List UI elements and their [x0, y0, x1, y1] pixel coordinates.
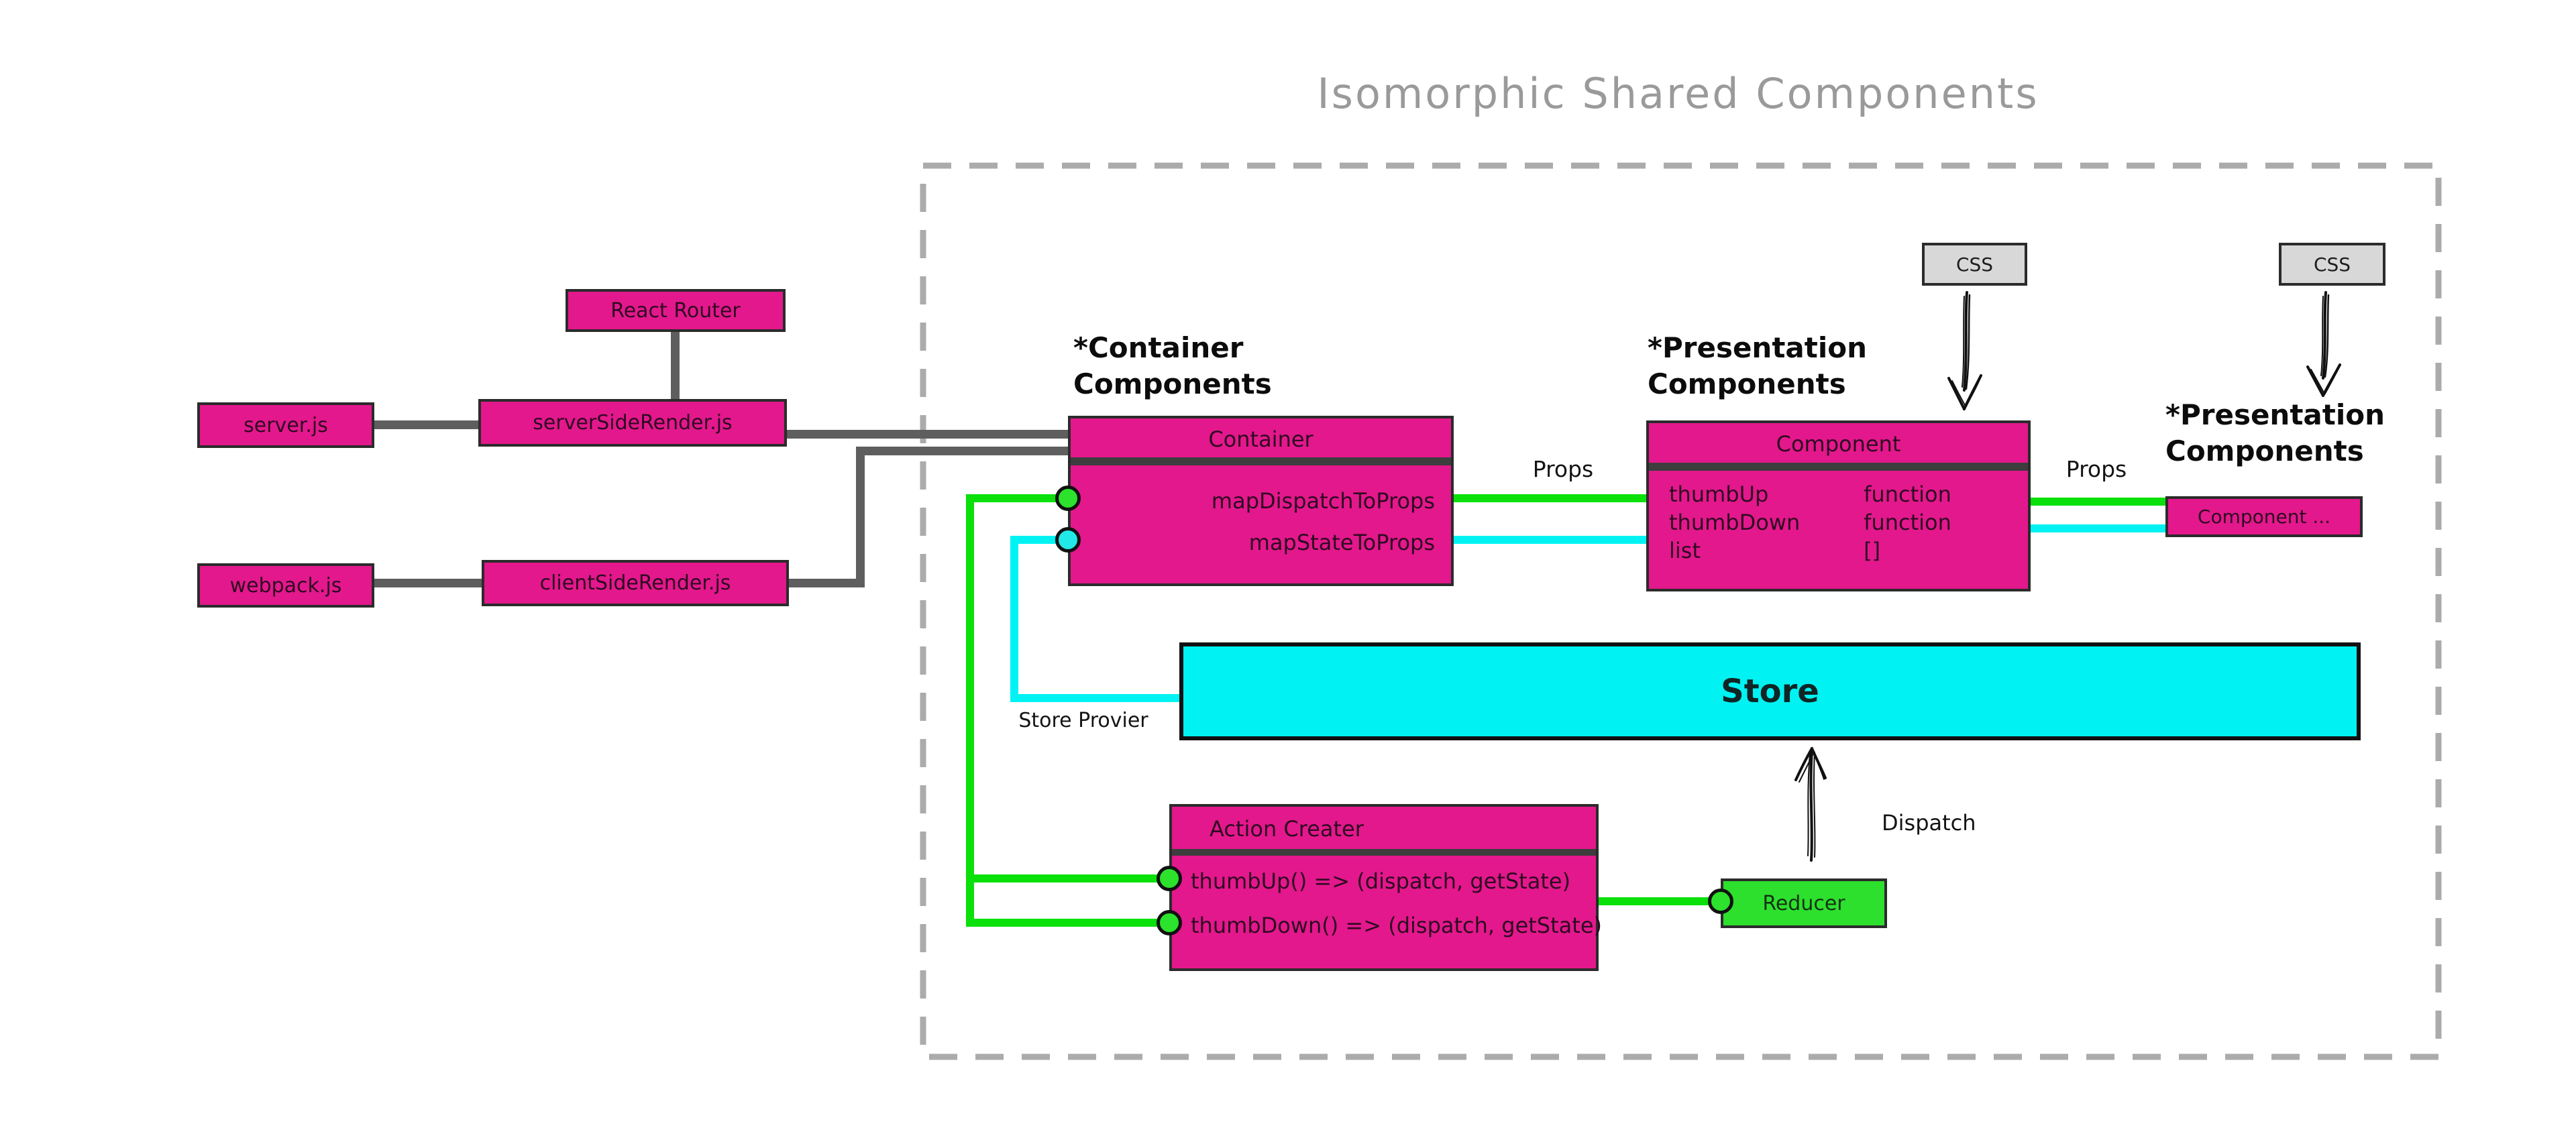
node-webpack-js-label: webpack.js	[229, 573, 342, 598]
node-client-side-render-label: clientSideRender.js	[539, 571, 731, 595]
node-react-router: React Router	[566, 289, 786, 332]
panel-component-row-list: list []	[1669, 537, 1880, 564]
node-server-side-render: serverSideRender.js	[478, 399, 787, 447]
node-reducer-label: Reducer	[1762, 891, 1845, 915]
prop-thumbdown-value: function	[1864, 510, 1951, 535]
panel-container-row-mapstate: mapStateToProps	[1248, 530, 1435, 555]
label-props-left: Props	[1532, 456, 1594, 482]
node-component-more-label: Component ...	[2197, 506, 2331, 528]
dot-container-state	[1055, 527, 1081, 553]
node-css-left-label: CSS	[1955, 253, 1994, 276]
label-container-components-line1: *Container	[1073, 331, 1244, 364]
node-store: Store	[1179, 642, 2361, 740]
node-client-side-render: clientSideRender.js	[482, 560, 789, 606]
label-presentation-right-line1: *Presentation	[2165, 398, 2385, 431]
connector-server-to-ssr	[373, 420, 482, 429]
panel-action-creator: Action Creater thumbUp() => (dispatch, g…	[1169, 804, 1602, 971]
green-props-line-left	[1454, 494, 1646, 502]
panel-action-creator-divider	[1172, 849, 1596, 856]
label-container-components-line2: Components	[1073, 367, 1272, 400]
connector-csr-to-container	[856, 447, 1071, 455]
node-server-side-render-label: serverSideRender.js	[533, 411, 733, 435]
node-server-js-label: server.js	[244, 413, 328, 437]
prop-list-value: []	[1864, 538, 1881, 563]
panel-component: Component thumbUp function thumbDown fun…	[1646, 420, 2031, 591]
connector-router-to-ssr	[671, 331, 680, 402]
node-server-js: server.js	[197, 402, 374, 448]
cyan-line-to-store	[1010, 694, 1181, 702]
prop-thumbup-name: thumbUp	[1669, 481, 1769, 507]
node-css-right-label: CSS	[2313, 253, 2351, 276]
connector-csr-vertical	[856, 447, 865, 587]
green-line-to-thumbdown	[966, 919, 1167, 927]
label-presentation-right-line2: Components	[2165, 435, 2364, 467]
panel-container-header: Container	[1208, 426, 1313, 452]
panel-action-creator-header: Action Creater	[1210, 816, 1364, 842]
dot-action-thumbdown	[1157, 910, 1182, 935]
panel-component-row-thumbup: thumbUp function	[1669, 481, 1951, 508]
node-component-more: Component ...	[2165, 496, 2363, 537]
connector-ssr-to-container	[785, 430, 1071, 439]
label-container-components: *Container Components	[1073, 330, 1272, 402]
panel-component-row-thumbdown: thumbDown function	[1669, 509, 1951, 536]
css-left-arrow-icon	[1947, 291, 1982, 410]
prop-thumbup-value: function	[1864, 481, 1951, 507]
node-css-left: CSS	[1922, 243, 2027, 286]
label-presentation-mid-line1: *Presentation	[1648, 331, 1867, 364]
connector-csr-horizontal	[788, 579, 865, 587]
cyan-props-line-right	[2031, 524, 2165, 532]
dot-container-dispatch	[1055, 486, 1081, 511]
label-props-right: Props	[2065, 456, 2127, 482]
green-props-line-right	[2031, 498, 2165, 506]
dot-reducer	[1708, 889, 1733, 914]
label-store-provider: Store Provier	[1018, 709, 1148, 732]
node-webpack-js: webpack.js	[197, 563, 374, 608]
green-line-to-thumbup	[966, 874, 1167, 883]
panel-container-divider	[1071, 457, 1451, 465]
panel-container-row-mapdispatch: mapDispatchToProps	[1211, 488, 1435, 514]
isomorphic-boundary	[920, 162, 2442, 1060]
node-react-router-label: React Router	[610, 298, 741, 323]
diagram-title: Isomorphic Shared Components	[1317, 69, 2039, 118]
cyan-props-line-left	[1454, 536, 1646, 544]
label-presentation-mid-line2: Components	[1648, 367, 1846, 400]
node-css-right: CSS	[2279, 243, 2385, 286]
node-store-label: Store	[1721, 673, 1819, 710]
dispatch-arrow-icon	[1794, 747, 1827, 862]
prop-thumbdown-name: thumbDown	[1669, 510, 1801, 535]
prop-list-name: list	[1669, 538, 1701, 563]
node-reducer: Reducer	[1721, 878, 1887, 928]
green-line-action-to-reducer	[1596, 897, 1721, 905]
panel-component-divider	[1649, 463, 2028, 471]
panel-container: Container mapDispatchToProps mapStateToP…	[1068, 416, 1454, 586]
panel-action-creator-row-thumbdown: thumbDown() => (dispatch, getState)	[1191, 913, 1602, 938]
connector-webpack-to-csr	[373, 579, 485, 587]
label-presentation-components-mid: *Presentation Components	[1648, 330, 1867, 402]
green-line-vertical	[966, 494, 974, 927]
label-presentation-components-right: *Presentation Components	[2165, 397, 2385, 469]
green-line-container-left	[966, 494, 1070, 502]
css-right-arrow-icon	[2306, 291, 2341, 397]
panel-component-header: Component	[1776, 431, 1901, 457]
cyan-line-vertical	[1010, 536, 1018, 702]
label-dispatch: Dispatch	[1882, 810, 1976, 836]
dot-action-thumbup	[1157, 866, 1182, 891]
panel-action-creator-row-thumbup: thumbUp() => (dispatch, getState)	[1191, 868, 1571, 894]
